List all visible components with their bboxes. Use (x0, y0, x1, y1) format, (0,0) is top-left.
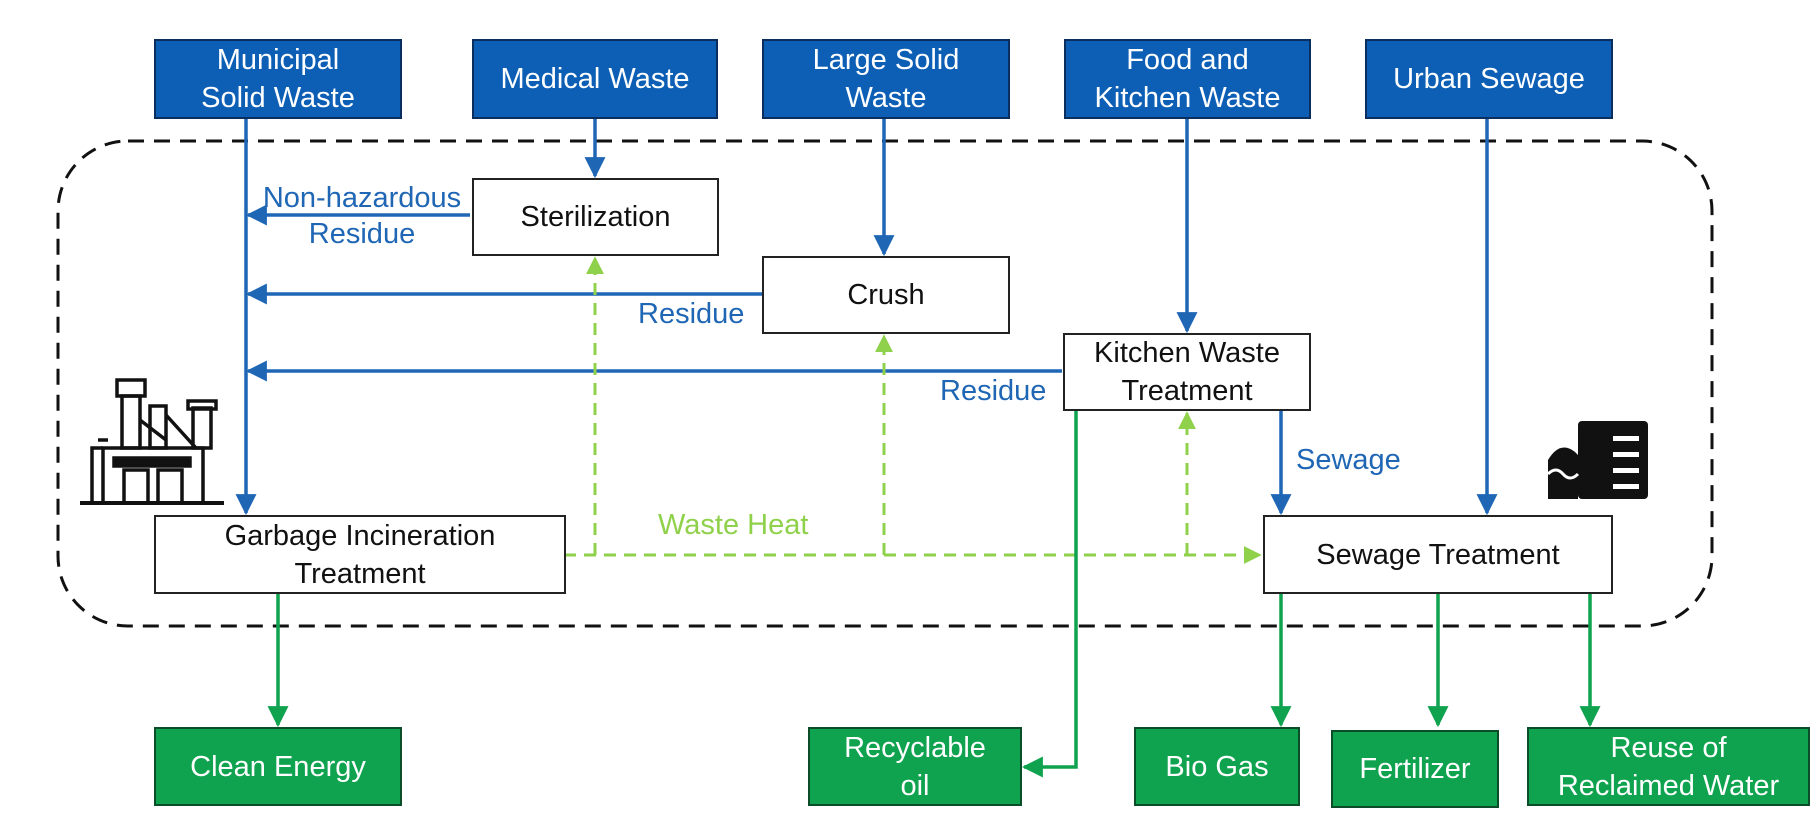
source-large-solid-waste: Large Solid Waste (762, 39, 1010, 119)
label-residue-crush: Residue (638, 298, 745, 330)
source-municipal-solid-waste: Municipal Solid Waste (154, 39, 402, 119)
output-recyclable-oil: Recyclable oil (808, 727, 1022, 806)
output-fertilizer: Fertilizer (1331, 730, 1499, 808)
output-reuse-of-reclaimed-water: Reuse of Reclaimed Water (1527, 727, 1810, 806)
label-residue-kitchen: Residue (940, 375, 1047, 407)
output-clean-energy: Clean Energy (154, 727, 402, 806)
label-non-hazardous-residue: Non-hazardous Residue (262, 182, 462, 250)
process-sewage-treatment: Sewage Treatment (1263, 515, 1613, 594)
process-garbage-incineration-treatment: Garbage Incineration Treatment (154, 515, 566, 594)
label-sewage: Sewage (1296, 444, 1401, 476)
water-treatment-plant-icon (1546, 421, 1648, 499)
source-urban-sewage: Urban Sewage (1365, 39, 1613, 119)
factory-icon (80, 378, 224, 505)
process-sterilization: Sterilization (472, 178, 719, 256)
output-bio-gas: Bio Gas (1134, 727, 1300, 806)
arrow-kitchen-to-oil (1021, 411, 1078, 778)
process-kitchen-waste-treatment: Kitchen Waste Treatment (1063, 333, 1311, 411)
source-medical-waste: Medical Waste (472, 39, 718, 119)
label-waste-heat: Waste Heat (658, 509, 809, 541)
process-crush: Crush (762, 256, 1010, 334)
source-food-and-kitchen-waste: Food and Kitchen Waste (1064, 39, 1311, 119)
